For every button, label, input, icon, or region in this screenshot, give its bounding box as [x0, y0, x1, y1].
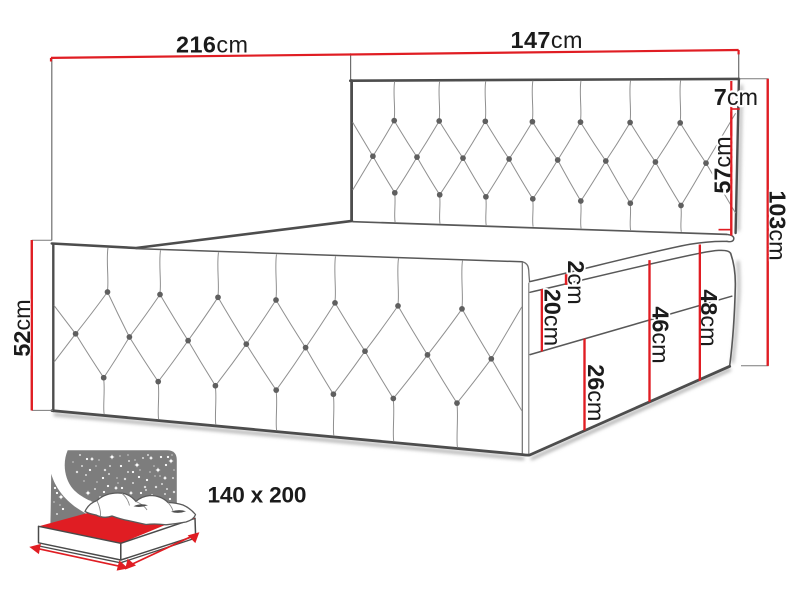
- svg-text:140 x 200: 140 x 200: [208, 482, 307, 507]
- svg-text:7cm: 7cm: [714, 84, 758, 110]
- svg-text:216cm: 216cm: [176, 32, 248, 58]
- svg-text:46cm: 46cm: [648, 306, 674, 363]
- svg-text:20cm: 20cm: [539, 289, 565, 346]
- svg-text:26cm: 26cm: [583, 364, 609, 421]
- svg-text:147cm: 147cm: [511, 27, 583, 53]
